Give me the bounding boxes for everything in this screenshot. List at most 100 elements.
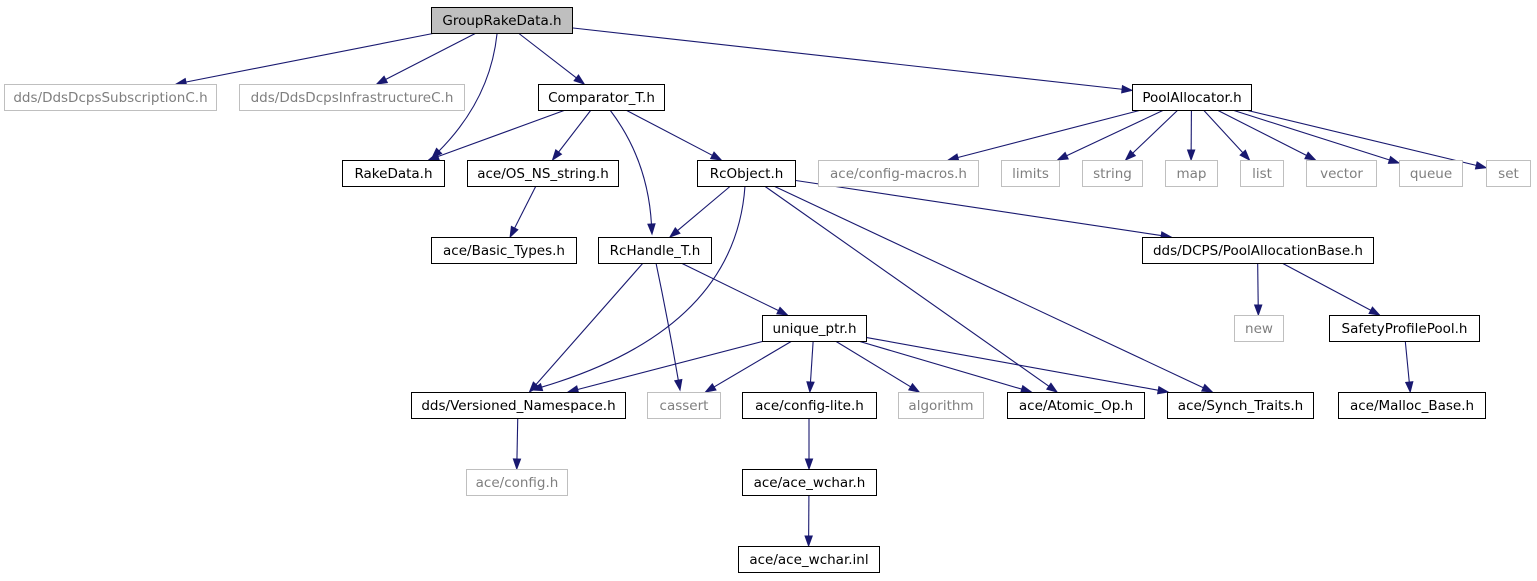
node-root-box — [431, 7, 573, 34]
edge-unique-ptr-to-cassert-line — [713, 340, 793, 388]
node-rakedata-label: RakeData.h — [354, 166, 432, 182]
edge-rcobject-to-pool-alloc-base — [794, 179, 1173, 240]
edges-layer — [174, 27, 1488, 548]
edge-ace-wchar-h-to-ace-wchar-inl — [804, 494, 813, 548]
node-safety-pool-box — [1329, 315, 1480, 342]
edge-pool-alloc-to-string — [1124, 109, 1179, 162]
edge-pool-alloc-to-vector-line — [1216, 109, 1308, 157]
edge-rcobject-to-rchandle-line — [676, 185, 731, 232]
edge-unique-ptr-to-algorithm-arrowhead — [907, 382, 921, 393]
node-rakedata[interactable]: RakeData.h — [342, 160, 445, 187]
edge-unique-ptr-to-synch-traits-line — [865, 336, 1160, 391]
edge-config-lite-to-ace-wchar-h — [804, 418, 814, 471]
edge-pool-alloc-to-string-arrowhead — [1124, 149, 1137, 162]
node-dcps-sub-box — [4, 84, 217, 111]
edge-rcobject-to-atomic-op — [764, 185, 1059, 393]
edge-pool-alloc-base-to-new-line — [1257, 262, 1259, 307]
edge-unique-ptr-to-config-lite-arrowhead — [806, 381, 815, 394]
node-config-macros-box — [818, 160, 979, 187]
edge-versioned-ns-to-config-h-line — [516, 417, 519, 461]
node-vector: vector — [1306, 160, 1377, 187]
edge-unique-ptr-to-algorithm — [835, 340, 921, 393]
node-limits-label: limits — [1012, 166, 1049, 182]
edge-unique-ptr-to-atomic-op-arrowhead — [1020, 384, 1033, 394]
node-list-box — [1240, 160, 1284, 187]
edge-unique-ptr-to-algorithm-line — [835, 340, 912, 388]
edge-rchandle-to-cassert-line — [655, 262, 680, 382]
node-queue-label: queue — [1410, 166, 1452, 182]
node-dcps-infra: dds/DdsDcpsInfrastructureC.h — [239, 84, 465, 111]
node-config-h-label: ace/config.h — [476, 475, 559, 491]
node-queue-box — [1399, 160, 1463, 187]
edge-pool-alloc-to-limits — [1056, 109, 1165, 161]
edge-rcobject-to-versioned-ns-line — [540, 185, 746, 388]
node-basic-types-box — [431, 237, 577, 264]
edge-rchandle-to-unique-ptr — [680, 262, 789, 316]
node-root[interactable]: GroupRakeData.h — [431, 7, 573, 34]
node-ace-wchar-h-label: ace/ace_wchar.h — [754, 475, 866, 491]
node-ace-wchar-inl[interactable]: ace/ace_wchar.inl — [738, 546, 880, 573]
edge-unique-ptr-to-cassert-arrowhead — [704, 382, 717, 393]
edge-rcobject-to-synch-traits-arrowhead — [1200, 383, 1214, 393]
edge-root-to-dcps-sub-line — [184, 32, 436, 83]
node-synch-traits[interactable]: ace/Synch_Traits.h — [1167, 392, 1314, 419]
node-dcps-infra-box — [239, 84, 465, 111]
edge-comparator-to-os-ns-string — [551, 109, 592, 162]
node-versioned-ns-label: dds/Versioned_Namespace.h — [421, 398, 615, 414]
edge-config-lite-to-ace-wchar-h-arrowhead — [804, 458, 814, 471]
node-malloc-base[interactable]: ace/Malloc_Base.h — [1338, 392, 1486, 419]
node-dcps-sub: dds/DdsDcpsSubscriptionC.h — [4, 84, 217, 111]
node-rchandle[interactable]: RcHandle_T.h — [598, 237, 712, 264]
node-limits: limits — [1001, 160, 1060, 187]
edge-pool-alloc-to-set-arrowhead — [1474, 161, 1488, 170]
edge-root-to-comparator-line — [517, 32, 578, 79]
edge-pool-alloc-to-config-macros-arrowhead — [946, 153, 960, 162]
edge-pool-alloc-to-limits-line — [1065, 109, 1165, 157]
edge-unique-ptr-to-config-lite-line — [809, 340, 814, 384]
edge-root-to-pool-alloc-arrowhead — [1121, 84, 1134, 94]
edge-root-to-comparator — [517, 32, 586, 85]
edge-rcobject-to-atomic-op-arrowhead — [1045, 382, 1059, 393]
node-os-ns-string[interactable]: ace/OS_NS_string.h — [467, 160, 619, 187]
node-comparator[interactable]: Comparator_T.h — [538, 84, 665, 111]
node-safety-pool[interactable]: SafetyProfilePool.h — [1329, 315, 1480, 342]
node-new-box — [1234, 315, 1284, 342]
node-pool-alloc[interactable]: PoolAllocator.h — [1132, 84, 1252, 111]
node-config-lite-label: ace/config-lite.h — [755, 398, 864, 414]
node-cassert-box — [647, 392, 721, 419]
node-unique-ptr[interactable]: unique_ptr.h — [762, 315, 867, 342]
node-algorithm-box — [898, 392, 984, 419]
edge-safety-pool-to-malloc-base — [1404, 340, 1414, 394]
node-config-lite[interactable]: ace/config-lite.h — [742, 392, 877, 419]
edge-rchandle-to-versioned-ns-arrowhead — [528, 381, 540, 394]
edge-ace-wchar-h-to-ace-wchar-inl-arrowhead — [804, 535, 813, 548]
node-ace-wchar-inl-box — [738, 546, 880, 573]
node-comparator-box — [538, 84, 665, 111]
node-vector-box — [1306, 160, 1377, 187]
edge-unique-ptr-to-config-lite — [806, 340, 815, 394]
node-synch-traits-label: ace/Synch_Traits.h — [1178, 398, 1303, 414]
node-cassert-label: cassert — [660, 398, 709, 414]
node-cassert: cassert — [647, 392, 721, 419]
edge-os-ns-string-to-basic-types-line — [513, 185, 537, 230]
edge-rcobject-to-synch-traits — [773, 185, 1214, 393]
node-ace-wchar-h-box — [742, 469, 877, 496]
edge-root-to-rakedata-line — [437, 33, 498, 153]
edge-comparator-to-rchandle-line — [609, 109, 653, 226]
node-versioned-ns[interactable]: dds/Versioned_Namespace.h — [411, 392, 626, 419]
edge-pool-alloc-to-list — [1203, 109, 1251, 162]
node-pool-alloc-base[interactable]: dds/DCPS/PoolAllocationBase.h — [1142, 237, 1374, 264]
edge-comparator-to-rakedata-arrowhead — [427, 152, 440, 161]
edge-pool-alloc-to-config-macros-line — [956, 109, 1142, 159]
edge-pool-alloc-to-list-arrowhead — [1239, 149, 1251, 162]
edge-safety-pool-to-malloc-base-arrowhead — [1404, 381, 1414, 394]
node-vector-label: vector — [1320, 166, 1363, 182]
node-basic-types[interactable]: ace/Basic_Types.h — [431, 237, 577, 264]
node-atomic-op[interactable]: ace/Atomic_Op.h — [1007, 392, 1145, 419]
node-pool-alloc-label: PoolAllocator.h — [1142, 90, 1241, 106]
node-rcobject[interactable]: RcObject.h — [697, 160, 796, 187]
node-new-label: new — [1245, 321, 1273, 337]
node-ace-wchar-h[interactable]: ace/ace_wchar.h — [742, 469, 877, 496]
edge-pool-alloc-to-vector-arrowhead — [1304, 151, 1317, 161]
edge-pool-alloc-to-set-line — [1245, 109, 1478, 167]
